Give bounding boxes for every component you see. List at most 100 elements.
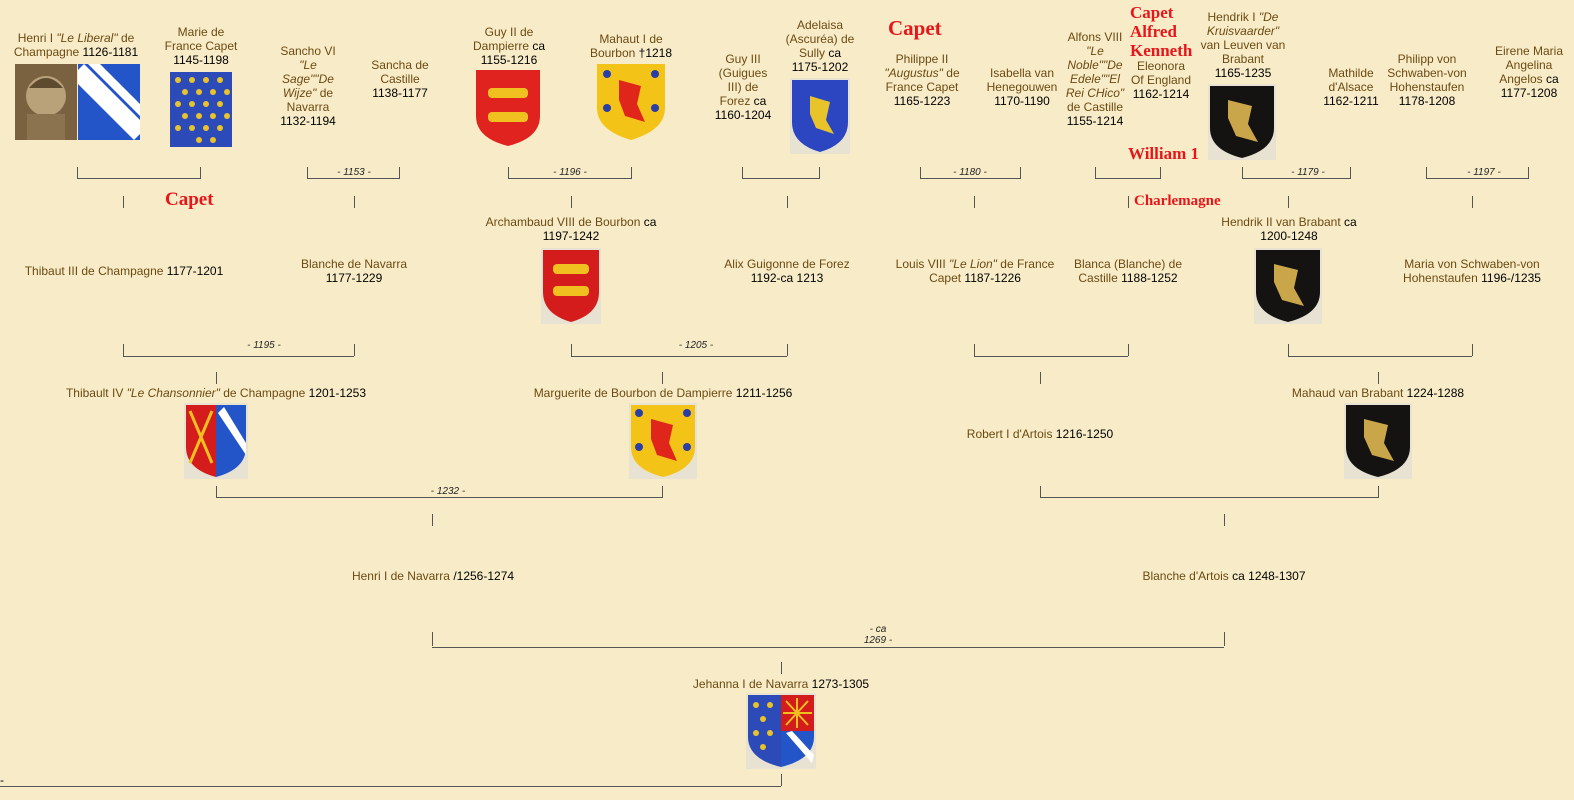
marriage-year: - 1179 -	[1291, 167, 1325, 178]
coat-of-arms-jehanna-icon	[746, 693, 816, 769]
coat-of-arms-champagne-icon	[78, 64, 140, 140]
tick	[787, 344, 788, 356]
tick	[1224, 514, 1225, 526]
tick	[1528, 167, 1529, 179]
tick	[1160, 167, 1161, 179]
marriage-line	[920, 178, 1021, 179]
coat-of-arms-brabant-icon	[1344, 403, 1412, 479]
marriage-year: - 1197 -	[1467, 167, 1501, 178]
annotation-capet-left: Capet	[165, 189, 214, 210]
person-jehanna-i-de-navarra[interactable]: Jehanna I de Navarra 1273-1305	[692, 677, 870, 691]
person-mahaut-i-de-bourbon[interactable]: Mahaut I de Bourbon †1218	[589, 32, 673, 60]
tick	[742, 167, 743, 179]
tick	[781, 662, 782, 674]
tick	[123, 344, 124, 356]
tick	[1378, 486, 1379, 498]
tick	[354, 196, 355, 208]
person-louis-viii[interactable]: Louis VIII "Le Lion" de France Capet 118…	[895, 257, 1055, 285]
marriage-line	[123, 356, 354, 357]
marriage-line	[571, 356, 787, 357]
person-thibaut-iii[interactable]: Thibaut III de Champagne 1177-1201	[24, 264, 224, 278]
marriage-line	[77, 178, 201, 179]
annotation-capet-alfred-kenneth: Capet Alfred Kenneth	[1130, 3, 1193, 60]
tick	[1128, 344, 1129, 356]
tick	[1426, 167, 1427, 179]
person-sancho-vi[interactable]: Sancho VI "Le Sage""De Wijze" de Navarra…	[280, 44, 336, 128]
tick	[1224, 632, 1225, 646]
tick	[974, 344, 975, 356]
marriage-line	[1095, 178, 1161, 179]
tick	[1040, 372, 1041, 384]
marriage-line	[216, 497, 662, 498]
tick	[200, 167, 201, 179]
tick	[631, 167, 632, 179]
person-henri-i-de-navarra[interactable]: Henri I de Navarra /1256-1274	[351, 569, 515, 583]
marriage-year: - 1195 -	[247, 340, 281, 351]
person-hendrik-i[interactable]: Hendrik I "De Kruisvaarder" van Leuven v…	[1200, 10, 1286, 80]
tick	[571, 344, 572, 356]
coat-of-arms-dampierre-icon	[476, 70, 540, 146]
marriage-line	[432, 647, 1224, 648]
annotation-capet-top: Capet	[888, 16, 942, 40]
tick	[1288, 196, 1289, 208]
person-thibault-iv[interactable]: Thibault IV "Le Chansonnier" de Champagn…	[65, 386, 367, 400]
tick	[216, 372, 217, 384]
annotation-charlemagne: Charlemagne	[1134, 193, 1221, 209]
person-blanca-de-castille[interactable]: Blanca (Blanche) de Castille 1188-1252	[1073, 257, 1183, 285]
marriage-line	[508, 178, 632, 179]
person-robert-i-d-artois[interactable]: Robert I d'Artois 1216-1250	[966, 427, 1114, 441]
tick	[508, 167, 509, 179]
tick	[1242, 167, 1243, 179]
marriage-line	[1242, 178, 1351, 179]
person-mahaud-van-brabant[interactable]: Mahaud van Brabant 1224-1288	[1291, 386, 1465, 400]
tick	[1378, 372, 1379, 384]
person-alfons-viii[interactable]: Alfons VIII "Le Noble""De Edele""El Rei …	[1065, 30, 1125, 128]
tick	[77, 167, 78, 179]
coat-of-arms-brabant-icon	[1208, 84, 1276, 160]
tick	[399, 167, 400, 179]
tick	[1020, 167, 1021, 179]
person-blanche-d-artois[interactable]: Blanche d'Artois ca 1248-1307	[1142, 569, 1306, 583]
tick	[787, 196, 788, 208]
tick	[662, 372, 663, 384]
tick	[1472, 344, 1473, 356]
coat-of-arms-archambaud-icon	[541, 248, 601, 324]
marriage-line	[1288, 356, 1472, 357]
marriage-line	[1040, 497, 1378, 498]
marriage-year: - 1205 -	[678, 340, 714, 351]
person-marguerite-de-bourbon[interactable]: Marguerite de Bourbon de Dampierre 1211-…	[533, 386, 793, 400]
marriage-line	[742, 178, 820, 179]
tick	[1288, 344, 1289, 356]
marriage-year: - 1180 -	[953, 167, 987, 178]
tick	[1095, 167, 1096, 179]
person-maria-von-schwaben[interactable]: Maria von Schwaben-von Hohenstaufen 1196…	[1403, 257, 1541, 285]
tick	[216, 486, 217, 498]
tick	[307, 167, 308, 179]
marriage-year: - 1196 -	[553, 167, 587, 178]
tick	[571, 196, 572, 208]
tick	[432, 632, 433, 646]
person-henri-i-de-champagne[interactable]: Henri I "Le Liberal" de Champagne 1126-1…	[13, 31, 139, 59]
tick	[920, 167, 921, 179]
edge-mark: -	[0, 773, 4, 787]
marriage-year: - 1153 -	[337, 167, 371, 178]
marriage-line	[974, 356, 1128, 357]
tick	[354, 344, 355, 356]
tick	[1040, 486, 1041, 498]
coat-of-arms-bourbon-icon	[597, 64, 665, 140]
